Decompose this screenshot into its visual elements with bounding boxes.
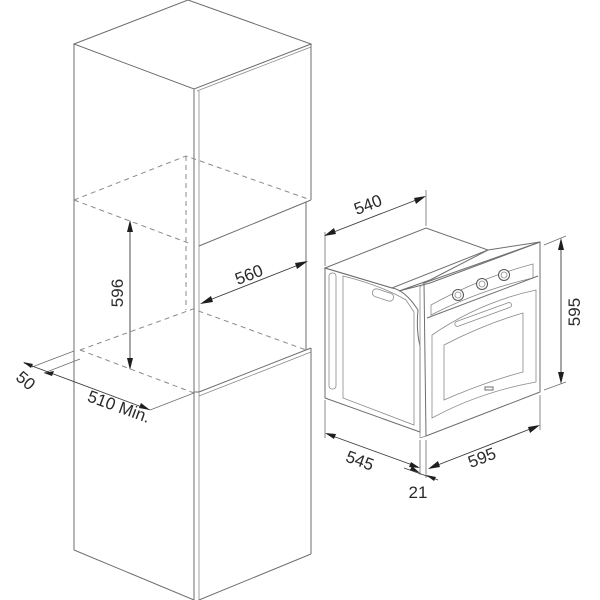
oven-knob-1 — [452, 289, 464, 301]
dimension-front-panel-thickness: 21 — [403, 440, 439, 502]
oven-body — [323, 227, 541, 439]
label-rear-gap: 50 — [12, 367, 39, 394]
label-niche-width: 560 — [232, 261, 265, 289]
oven-knob-3 — [498, 269, 510, 281]
label-depth-min: 510 Min. — [85, 387, 153, 427]
label-oven-depth: 545 — [343, 447, 376, 475]
brand-badge — [484, 386, 494, 391]
label-niche-height: 596 — [108, 279, 127, 307]
dimension-niche-height: 596 — [108, 220, 133, 370]
dimension-niche-width: 560 — [200, 261, 308, 304]
label-oven-front-width: 595 — [465, 444, 498, 472]
dimension-oven-body-width: 540 — [324, 190, 427, 266]
label-front-panel-thickness: 21 — [409, 483, 428, 502]
label-oven-height: 595 — [565, 298, 584, 326]
dimension-depth: 50 510 Min. — [12, 350, 195, 427]
oven-knob-2 — [476, 278, 488, 290]
dimension-oven-depth: 545 — [324, 400, 421, 475]
cabinet-column — [72, 0, 313, 600]
dimension-oven-height: 595 — [543, 235, 584, 391]
dimension-oven-front-width: 595 — [428, 395, 541, 472]
